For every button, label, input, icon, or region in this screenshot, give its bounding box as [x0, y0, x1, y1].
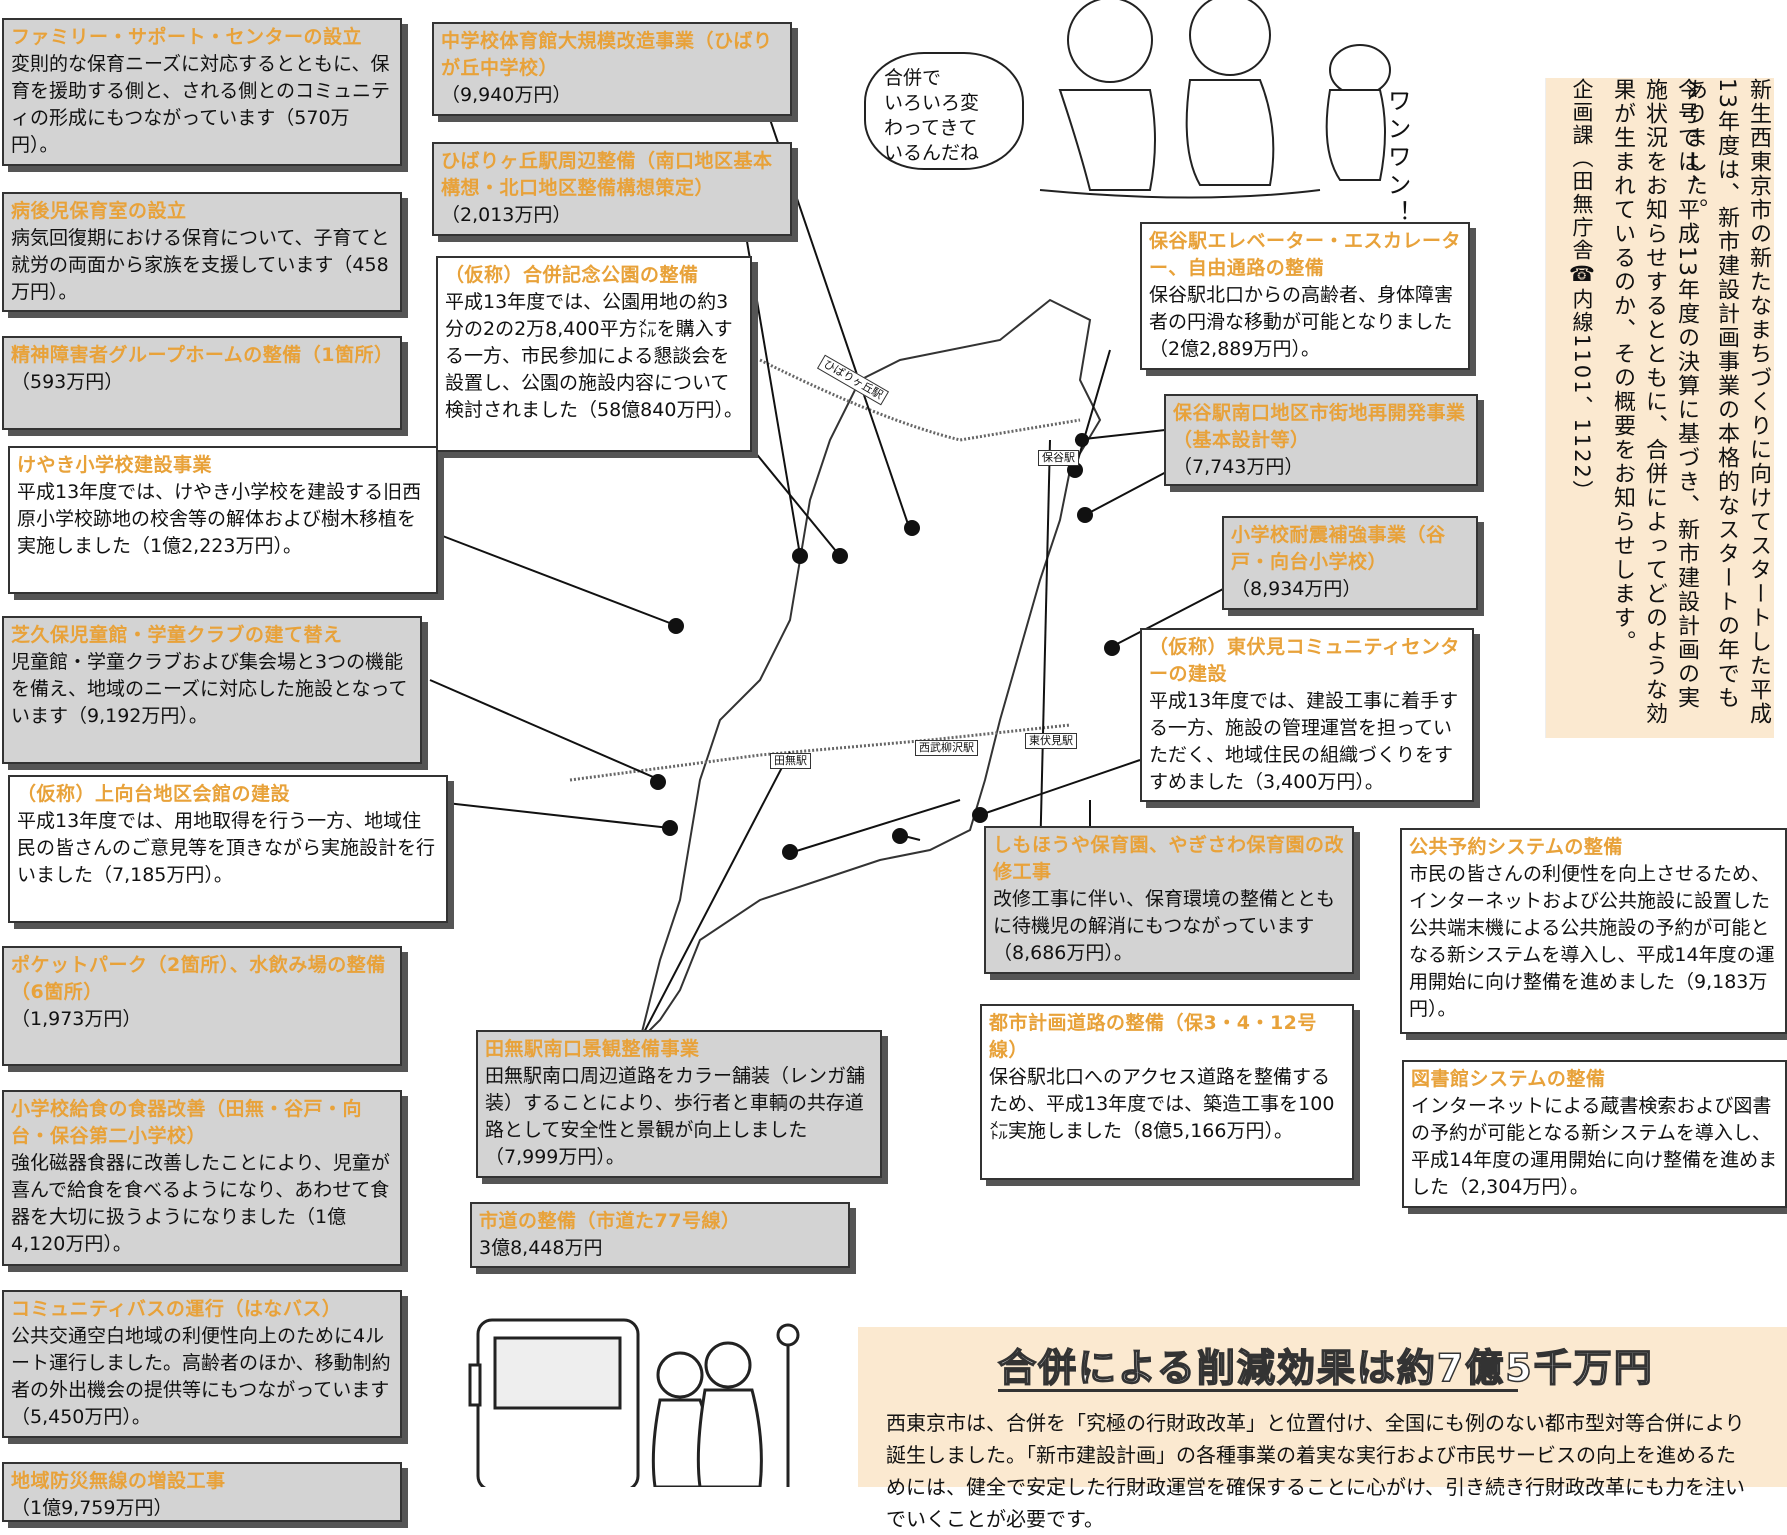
- item-nursery-renovation: しもほうや保育園、やぎさわ保育園の改修工事改修工事に伴い、保育環境の整備とともに…: [984, 826, 1354, 974]
- intro-line-1: 新生西東京市の新たなまちづくりに向けてスタートした平成13年度は、新市建設計画事…: [1682, 78, 1771, 726]
- item-merger-park: （仮称）合併記念公園の整備平成13年度では、公園用地の約3分の2の2万8,400…: [436, 256, 752, 452]
- city-outline: [638, 298, 1102, 1044]
- intro-line-2: 今号では、平成13年度の決算に基づき、新市建設計画の実施状況をお知らせするととも…: [1610, 78, 1699, 726]
- item-school-tableware: 小学校給食の食器改善（田無・谷戸・向台・保谷第二小学校）強化磁器食器に改善したこ…: [2, 1090, 402, 1266]
- speech-bubble: 合併でいろいろ変わってきているんだね: [864, 52, 1024, 170]
- item-hoya-redevelopment: 保谷駅南口地区市街地再開発事業（基本設計等）（7,743万円）: [1164, 394, 1478, 486]
- item-kamimukaidai-hall: （仮称）上向台地区会館の建設平成13年度では、用地取得を行う一方、地域住民の皆さ…: [8, 775, 448, 923]
- rail-seibu-ikebukuro: [759, 358, 1081, 442]
- station-label-hoya: 保谷駅: [1038, 450, 1079, 466]
- city-map: [419, 0, 1391, 1487]
- children-illustration: [1039, 0, 1391, 199]
- item-pocket-park: ポケットパーク（2箇所）、水飲み場の整備（6箇所）（1,973万円）: [2, 946, 402, 1066]
- summary-heading-underline: [998, 1389, 1518, 1392]
- summary-panel: 合併による削減効果は約7億5千万円 西東京市は、合併を「究極の行財政改革」と位置…: [858, 1327, 1787, 1531]
- item-tanashi-south-exit: 田無駅南口景観整備事業田無駅南口周辺道路をカラー舗装（レンガ舗装）することにより…: [476, 1030, 882, 1178]
- item-higashifushimi-center: （仮称）東伏見コミュニティセンターの建設平成13年度では、建設工事に着手する一方…: [1140, 628, 1474, 802]
- item-hibarigaoka-station: ひばりヶ丘駅周辺整備（南口地区基本構想・北口地区整備構想策定）（2,013万円）: [432, 142, 792, 236]
- bus-illustration: [468, 1318, 800, 1487]
- station-label-seibu-yagisawa: 西武柳沢駅: [915, 740, 978, 756]
- item-library-system: 図書館システムの整備インターネットによる蔵書検索および図書の予約が可能となる新シ…: [1402, 1060, 1787, 1208]
- intro-contact: 企画課（田無庁舎☎内線1101、1122）: [1570, 78, 1594, 503]
- item-gym-renovation: 中学校体育館大規模改造事業（ひばりが丘中学校）（9,940万円）: [432, 22, 792, 116]
- item-group-home: 精神障害者グループホームの整備（1箇所）（593万円）: [2, 336, 402, 430]
- map-dots: [650, 433, 1120, 860]
- item-keyaki-school: けやき小学校建設事業平成13年度では、けやき小学校を建設する旧西原小学校跡地の校…: [8, 446, 438, 594]
- item-shibakubo-childrens-hall: 芝久保児童館・学童クラブの建て替え児童館・学童クラブおよび集会場と3つの機能を備…: [2, 616, 422, 764]
- item-family-support: ファミリー・サポート・センターの設立変則的な保育ニーズに対応するとともに、保育を…: [2, 18, 402, 166]
- item-city-planning-road: 都市計画道路の整備（保3・4・12号線）保谷駅北口へのアクセス道路を整備するため…: [980, 1004, 1354, 1180]
- intro-panel: 新生西東京市の新たなまちづくりに向けてスタートした平成13年度は、新市建設計画事…: [1545, 78, 1774, 738]
- item-disaster-radio: 地域防災無線の増設工事（1億9,759万円）: [2, 1462, 402, 1522]
- station-label-higashifushimi: 東伏見駅: [1025, 733, 1077, 749]
- summary-text: 西東京市は、合併を「究極の行財政改革」と位置付け、全国にも例のない都市型対等合併…: [886, 1411, 1745, 1531]
- item-city-road: 市道の整備（市道た77号線）3億8,448万円: [470, 1202, 850, 1268]
- dog-bark-text: ワンワン！: [1383, 88, 1411, 228]
- item-hoya-elevator: 保谷駅エレベーター・エスカレーター、自由通路の整備保谷駅北口からの高齢者、身体障…: [1140, 222, 1470, 370]
- station-label-tanashi: 田無駅: [770, 753, 811, 769]
- item-public-reservation: 公共予約システムの整備市民の皆さんの利便性を向上させるため、インターネットおよび…: [1400, 828, 1787, 1034]
- rail-seibu-shinjuku: [569, 723, 1071, 782]
- item-sick-child-care: 病後児保育室の設立病気回復期における保育について、子育てと就労の両面から家族を支…: [2, 192, 402, 312]
- summary-heading: 合併による削減効果は約7億5千万円: [997, 1345, 1654, 1391]
- item-school-seismic: 小学校耐震補強事業（谷戸・向台小学校）（8,934万円）: [1222, 516, 1478, 610]
- item-community-bus: コミュニティバスの運行（はなバス）公共交通空白地域の利便性向上のために4ルート運…: [2, 1290, 402, 1438]
